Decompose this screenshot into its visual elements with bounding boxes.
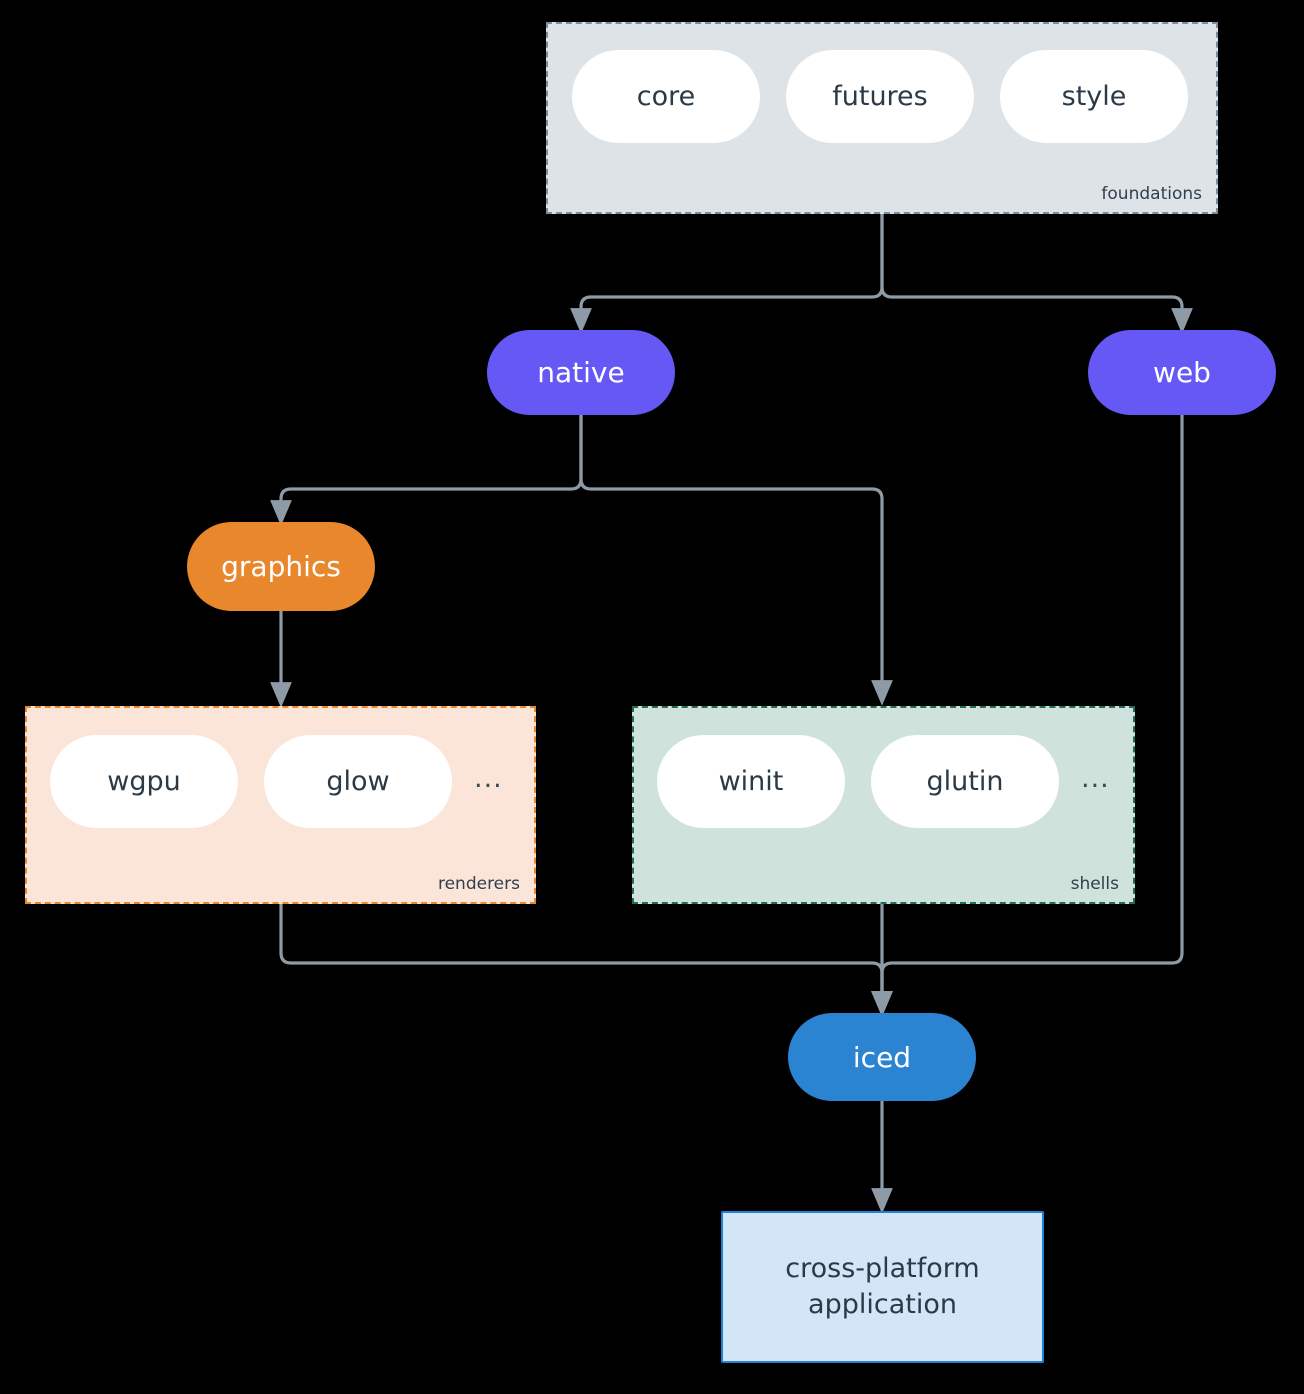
edge-foundations-native [570,214,884,334]
chip-glutin-label: glutin [926,766,1004,797]
chip-core-label: core [636,81,696,112]
group-label-shells: shells [1070,874,1119,894]
node-iced[interactable]: iced [788,1013,976,1101]
foundations-members: core futures style [572,50,1188,143]
edge-foundations-web [880,214,1193,334]
node-web-label: web [1153,356,1211,389]
chip-winit[interactable]: winit [657,735,845,828]
chip-futures[interactable]: futures [786,50,974,143]
chip-style-label: style [1061,81,1127,112]
chip-futures-label: futures [832,81,928,112]
chip-core[interactable]: core [572,50,760,143]
chip-glow[interactable]: glow [264,735,452,828]
node-native-label: native [537,356,625,389]
node-graphics-label: graphics [221,550,341,583]
renderers-members: wgpu glow ... [50,735,503,828]
shells-members: winit glutin ... [657,735,1110,828]
renderers-ellipsis: ... [474,763,503,794]
chip-winit-label: winit [718,766,784,797]
edge-renderers-iced [279,904,893,1017]
chip-wgpu-label: wgpu [107,766,181,797]
chip-wgpu[interactable]: wgpu [50,735,238,828]
edge-native-shells [579,415,893,706]
node-iced-label: iced [852,1040,912,1074]
node-native[interactable]: native [487,330,675,415]
application-line-1: cross-platform [785,1252,980,1284]
edge-native-graphics [270,415,583,526]
chip-style[interactable]: style [1000,50,1188,143]
node-web[interactable]: web [1088,330,1276,415]
group-label-renderers: renderers [437,874,520,894]
chip-glutin[interactable]: glutin [871,735,1059,828]
node-application[interactable]: cross-platform application [721,1211,1044,1363]
chip-glow-label: glow [326,766,390,797]
shells-ellipsis: ... [1081,763,1110,794]
node-graphics[interactable]: graphics [187,522,375,611]
group-label-foundations: foundations [1101,184,1202,204]
application-line-2: application [808,1289,957,1320]
